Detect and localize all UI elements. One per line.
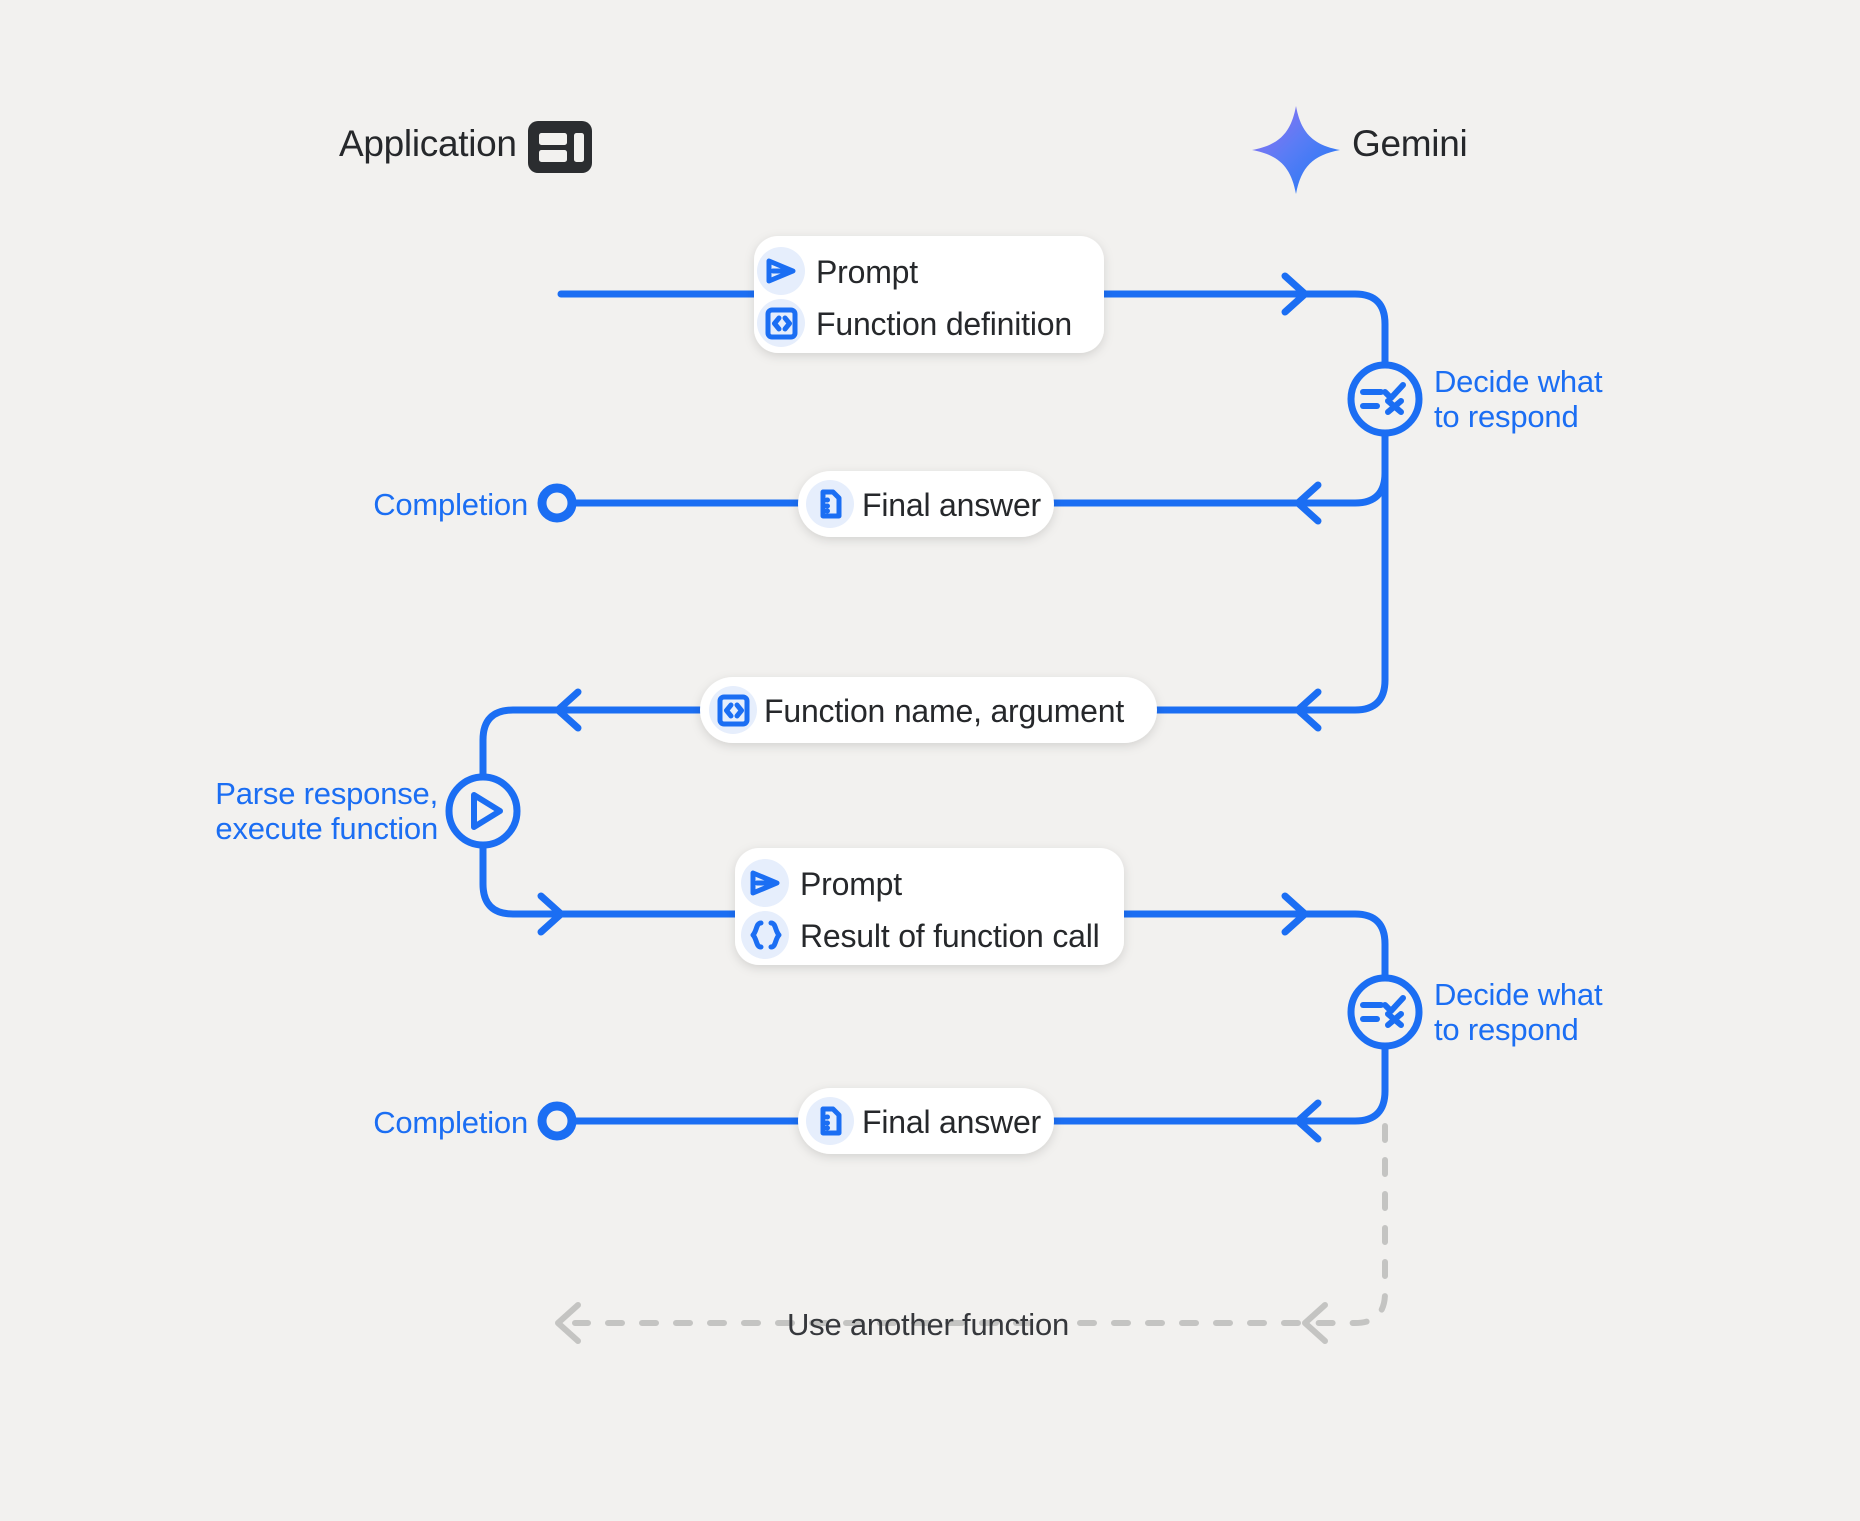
document-icon [820,1106,842,1136]
checklist-decision-icon [1360,995,1406,1028]
completion-marker-1 [537,483,577,523]
message-chip-prompt-function-definition[interactable]: Prompt Function definition [754,236,1104,353]
loop-label: Use another function [787,1307,1069,1342]
chip-row-prompt: Prompt [757,247,918,295]
chip-row-function-definition: Function definition [757,299,1072,347]
chip-label-function-name-argument: Function name, argument [764,693,1124,729]
chip-label-prompt-2: Prompt [800,866,902,902]
checklist-decision-icon [1360,382,1406,415]
chip-label-prompt: Prompt [816,254,918,290]
lane-label-gemini: Gemini [1352,123,1467,164]
message-chip-final-answer-2[interactable]: Final answer [798,1088,1054,1154]
completion-marker-2 [537,1101,577,1141]
process-node-decide-2 [1347,974,1423,1050]
decide-note-2-line2: to respond [1434,1012,1579,1047]
chip-label-final-answer-2: Final answer [862,1104,1042,1140]
document-icon [820,489,842,519]
chip-row-prompt-2: Prompt [741,859,902,907]
send-prompt-icon [766,258,796,284]
parse-note-line2: execute function [215,811,438,846]
send-prompt-icon [750,870,780,896]
chip-label-function-definition: Function definition [816,306,1072,342]
app-layout-icon [528,121,592,173]
decide-node-circle-2 [1347,974,1423,1050]
lane-label-application: Application [339,123,517,164]
message-chip-final-answer-1[interactable]: Final answer [798,471,1054,537]
side-label-completion-1: Completion [373,487,528,522]
message-chip-function-name-argument[interactable]: Function name, argument [700,677,1157,743]
decide-note-1-line1: Decide what [1434,364,1603,399]
lane-header-application: Application [339,121,592,173]
decide-note-1-line2: to respond [1434,399,1579,434]
side-label-completion-2: Completion [373,1105,528,1140]
parse-node-circle [445,773,521,849]
chip-label-final-answer-1: Final answer [862,487,1042,523]
loop-use-another-function: Use another function [555,1123,1388,1344]
message-chip-prompt-result[interactable]: Prompt Result of function call [735,848,1124,965]
process-node-decide-1 [1347,361,1423,437]
curly-braces-icon [750,920,782,950]
chip-label-result-of-function-call: Result of function call [800,918,1100,954]
play-icon [471,792,503,830]
decide-node-circle-1 [1347,361,1423,437]
parse-note-line1: Parse response, [215,776,438,811]
code-brackets-icon [765,307,798,340]
code-brackets-icon [717,694,750,727]
lane-header-gemini: Gemini [1252,106,1468,194]
decide-note-2-line1: Decide what [1434,977,1603,1012]
gemini-sparkle-icon [1252,106,1340,194]
chip-row-result-of-function-call: Result of function call [741,911,1100,959]
process-node-parse-execute [445,773,521,849]
